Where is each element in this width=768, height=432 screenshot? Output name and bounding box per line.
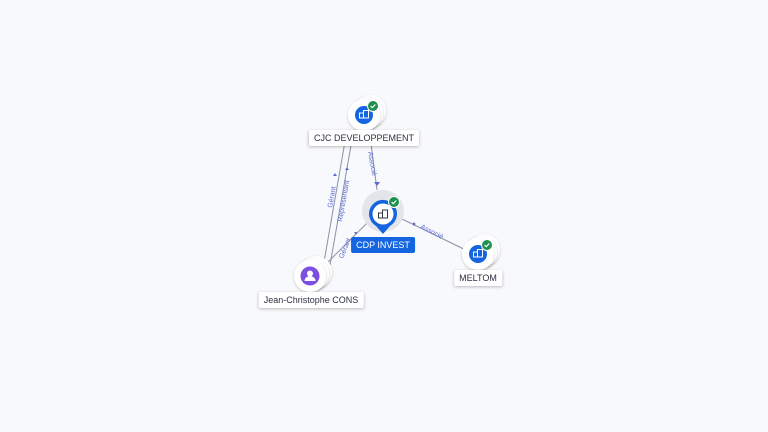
edge-jc-cdp[interactable]	[319, 217, 373, 271]
node-cjc-developpement[interactable]	[348, 95, 386, 131]
node-jean-christophe-cons[interactable]	[294, 256, 332, 292]
edge-meltom-cdp[interactable]	[399, 217, 475, 255]
arrow-icon	[333, 173, 337, 176]
building-icon	[359, 110, 369, 119]
building-icon	[473, 249, 483, 258]
arrow-icon	[374, 182, 380, 186]
node-meltom[interactable]	[462, 234, 500, 270]
verified-check-icon	[367, 100, 379, 112]
node-label-meltom[interactable]: MELTOM	[454, 270, 502, 286]
node-label-cdp[interactable]: CDP INVEST	[351, 237, 415, 253]
arrow-icon	[345, 167, 349, 170]
person-icon	[304, 270, 316, 281]
node-label-cjc[interactable]: CJC DEVELOPPEMENT	[308, 130, 420, 146]
node-label-jc[interactable]: Jean-Christophe CONS	[258, 292, 364, 308]
edges	[319, 127, 475, 271]
verified-check-icon	[388, 196, 400, 208]
edge-jc-cjc-1[interactable]	[323, 129, 348, 263]
arrow-icon	[413, 222, 416, 226]
edge-label-meltom-cdp: Associé	[419, 224, 444, 241]
verified-check-icon	[481, 239, 493, 251]
edge-label-jc-cjc-1: Gérant	[327, 186, 338, 208]
arrow-icon	[354, 232, 357, 235]
edge-label-cjc-cdp: Associé	[366, 151, 377, 176]
edge-jc-cjc-2[interactable]	[329, 133, 354, 266]
building-icon	[378, 209, 388, 219]
edge-label-jc-cjc-2: Représentant	[337, 180, 351, 223]
node-cdp-invest[interactable]	[362, 190, 404, 234]
